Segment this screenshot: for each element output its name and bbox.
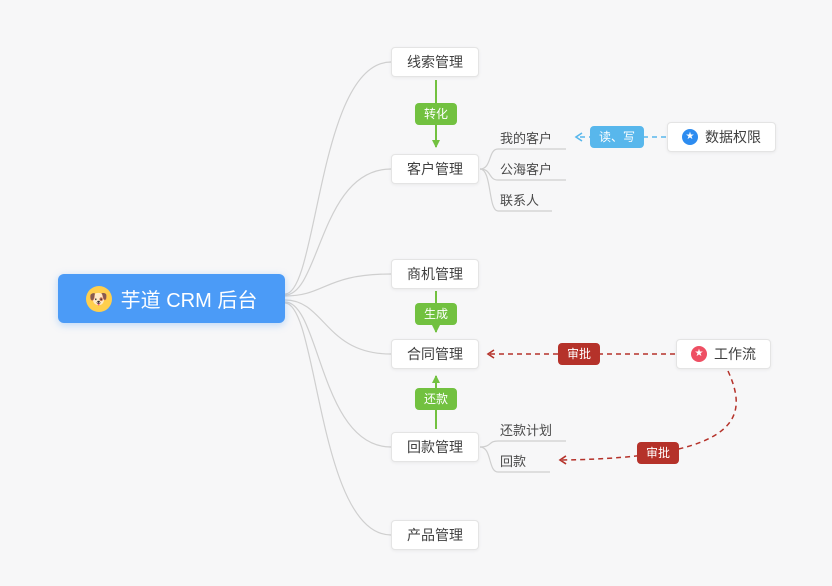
child-node-public-customer[interactable]: 公海客户 [500,162,553,177]
root-node-crm[interactable]: 🐶 芋道 CRM 后台 [58,274,285,323]
node-label: 回款管理 [407,439,463,455]
connector-contact [479,168,552,212]
edge-label-generate: 生成 [414,303,458,325]
star-icon: ★ [682,129,698,145]
node-label: 合同管理 [407,346,463,362]
node-label: 产品管理 [407,527,463,543]
edge-label-read-write: 读、写 [589,126,645,148]
node-label: 客户管理 [407,161,463,177]
child-node-repayment[interactable]: 回款 [500,454,527,469]
child-node-contact[interactable]: 联系人 [500,193,540,208]
child-node-my-customer[interactable]: 我的客户 [500,131,553,146]
branch-to-business [284,273,392,297]
node-data-permission[interactable]: ★ 数据权限 [667,122,776,152]
dog-logo-icon: 🐶 [85,285,112,312]
child-node-repayment-plan[interactable]: 还款计划 [500,423,553,438]
edge-label-repay: 还款 [414,388,458,410]
node-customer-management[interactable]: 客户管理 [391,154,479,184]
child-connectors [479,148,566,473]
branch-to-customer [284,168,392,296]
branch-to-clue [284,61,392,295]
node-workflow[interactable]: ★ 工作流 [676,339,771,369]
node-label: 工作流 [714,346,756,362]
edge-label-approve-receivable: 审批 [636,442,680,464]
branch-to-product [284,302,392,536]
node-contract-management[interactable]: 合同管理 [391,339,479,369]
branch-to-receivable [284,301,392,448]
node-clue-management[interactable]: 线索管理 [391,47,479,77]
arrow-approve-receivable [558,370,737,465]
connector-repayment-plan [479,440,566,448]
root-label: 芋道 CRM 后台 [120,290,258,312]
star-icon: ★ [691,346,707,362]
edge-label-convert: 转化 [414,103,458,125]
edge-label-approve-contract: 审批 [557,343,601,365]
node-label: 线索管理 [407,54,463,70]
node-receivable-management[interactable]: 回款管理 [391,432,479,462]
node-product-management[interactable]: 产品管理 [391,520,479,550]
connector-my-customer [479,148,566,170]
root-branches [284,61,392,536]
node-label: 数据权限 [705,129,761,145]
node-label: 商机管理 [407,266,463,282]
connector-repayment [479,446,550,473]
node-business-management[interactable]: 商机管理 [391,259,479,289]
branch-to-contract [284,299,392,355]
connector-public-customer [479,168,566,181]
